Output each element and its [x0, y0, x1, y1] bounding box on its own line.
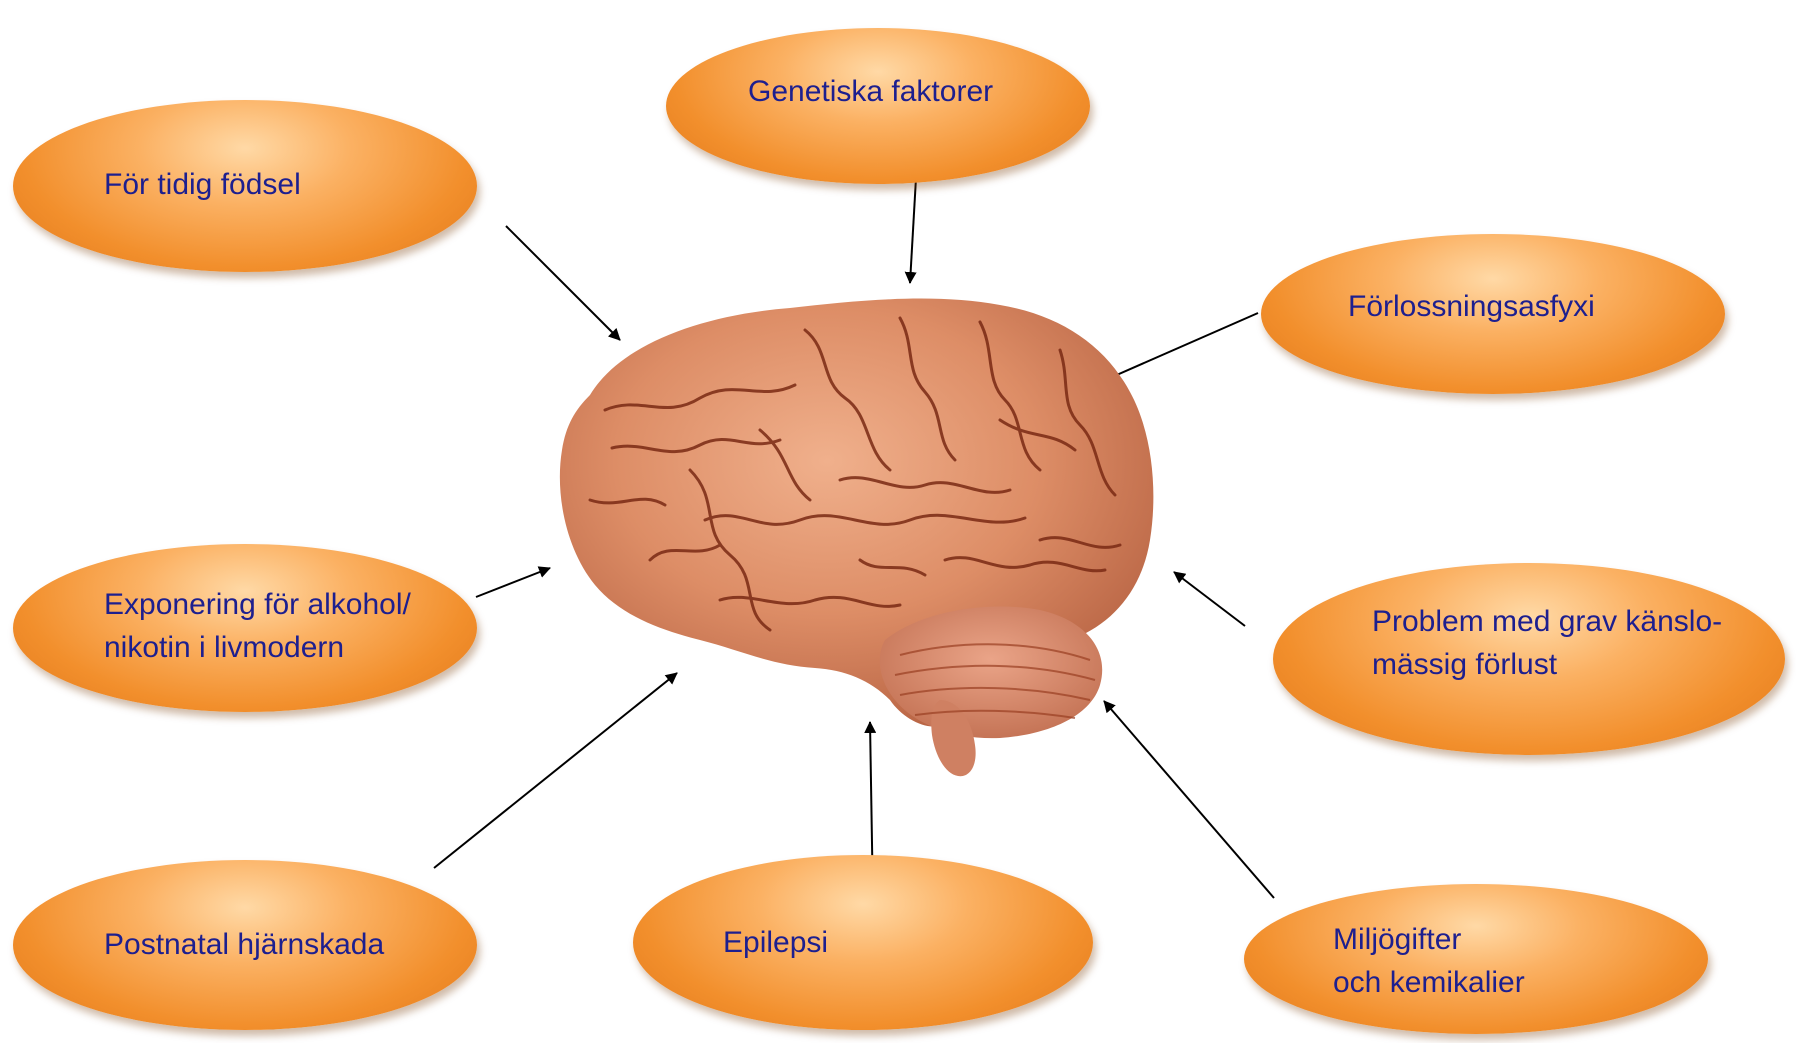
label-preterm: För tidig födsel	[104, 163, 301, 206]
label-asphyxia: Förlossningsasfyxi	[1348, 285, 1595, 328]
label-genetic: Genetiska faktorer	[748, 70, 993, 113]
label-alcohol: Exponering för alkohol/ nikotin i livmod…	[104, 583, 411, 669]
label-emotional: Problem med grav känslo- mässig förlust	[1372, 600, 1722, 686]
label-toxins: Miljögifter och kemikalier	[1333, 918, 1525, 1004]
label-epilepsy: Epilepsi	[723, 921, 828, 964]
bubble-epilepsy	[633, 855, 1093, 1030]
label-postnatal: Postnatal hjärnskada	[104, 923, 384, 966]
